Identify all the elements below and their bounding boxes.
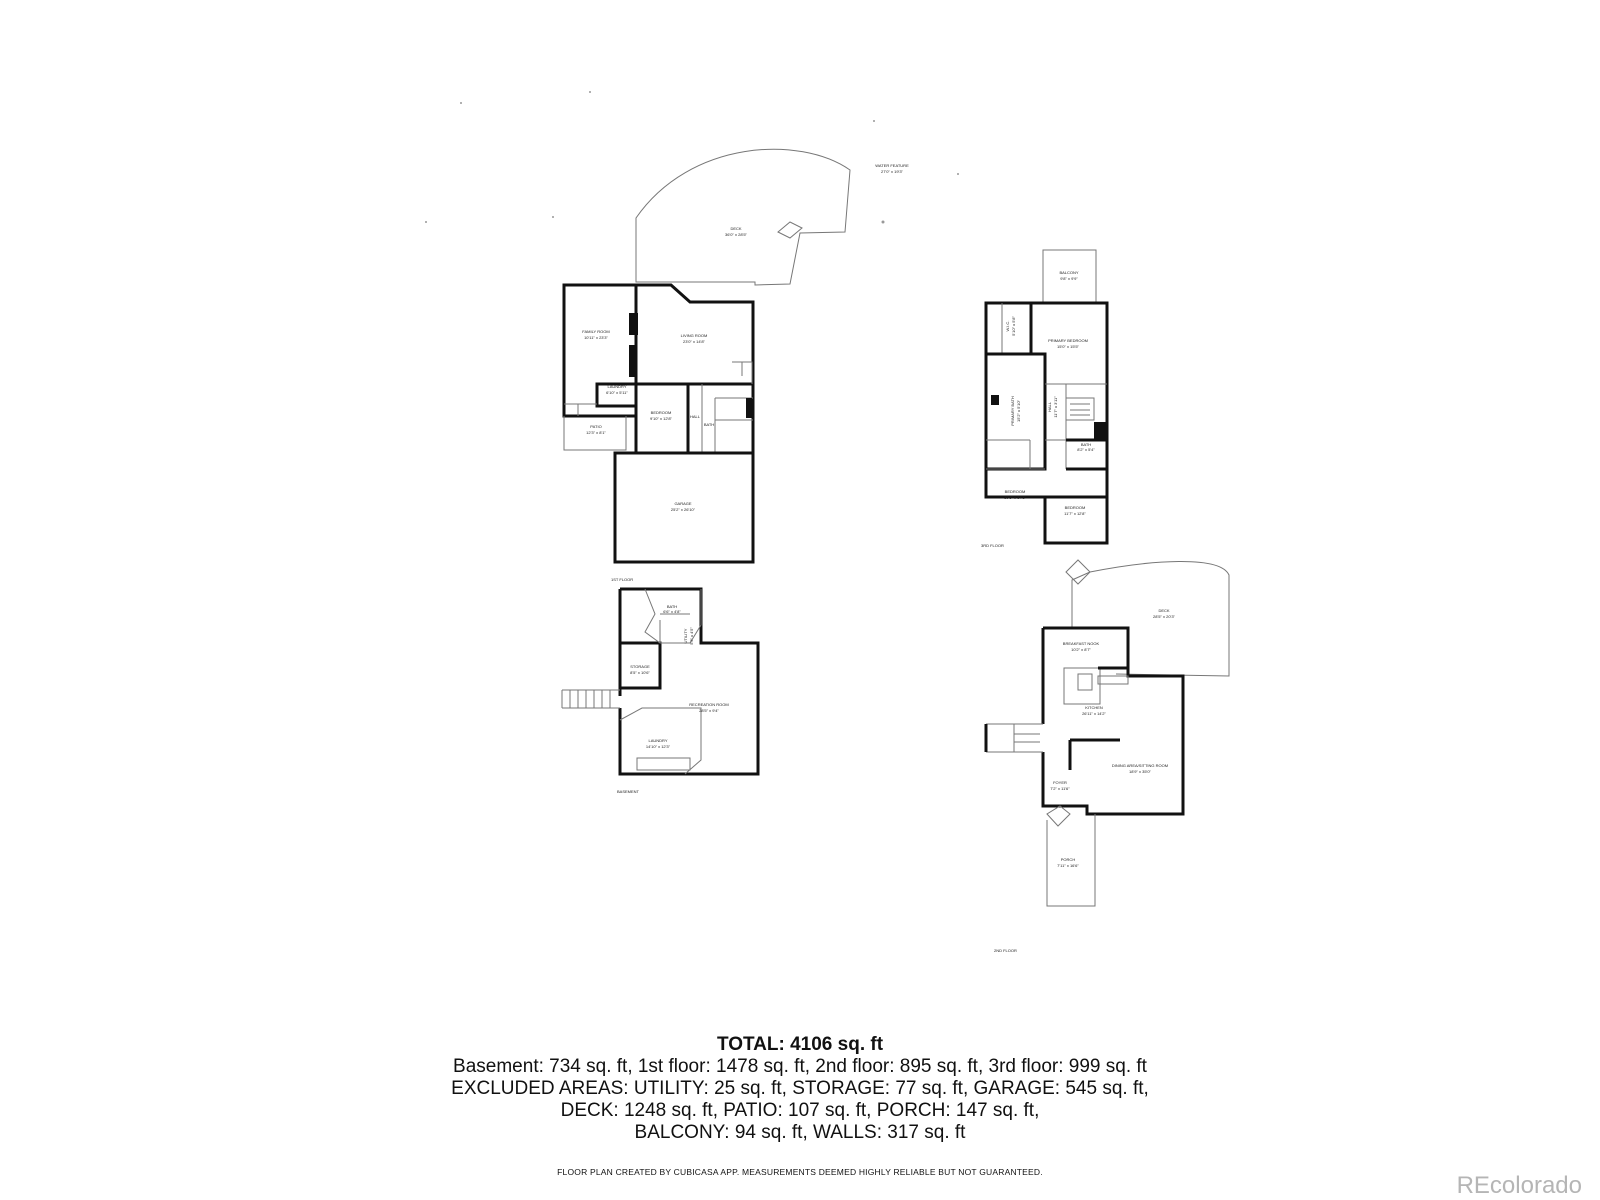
utility-dim: 5'9" x 4'5" (689, 627, 694, 645)
porch-dim: 7'11" x 16'6" (1057, 863, 1079, 868)
primary-bedroom-dim: 15'0" x 15'5" (1057, 344, 1080, 349)
bedroom-b-dim: 11'7" x 12'8" (1064, 511, 1086, 516)
wic-label: W.I.C. (1005, 321, 1010, 332)
laundry-dim: 6'10" x 5'11" (606, 390, 628, 395)
third-floor-outer-walls (984, 301, 1109, 545)
basement-bath-label: BATH (667, 604, 677, 609)
bedroom-label: BEDROOM (651, 410, 672, 415)
laundry-label: LAUNDRY (607, 384, 626, 389)
third-floor-label: 3RD FLOOR (981, 543, 1004, 548)
deck-dim: 36'0" x 28'5" (725, 232, 748, 237)
balcony-dim: 9'8" x 9'9" (1060, 276, 1078, 281)
bath-dim-3f: 8'2" x 5'4" (1077, 447, 1095, 452)
kitchen-label: KITCHEN (1085, 705, 1103, 710)
basement-laundry-dim: 14'10" x 12'3" (646, 744, 671, 749)
recreation-room-dim: 28'5" x 9'4" (699, 708, 719, 713)
basement-stairs (561, 689, 620, 709)
garage-dim: 25'2" x 26'10" (671, 507, 696, 512)
patio-dim: 12'3" x 8'1" (586, 430, 606, 435)
deck-2f-dim: 28'5" x 20'3" (1153, 614, 1176, 619)
garage-label: GARAGE (674, 501, 691, 506)
excluded-areas-line-1: EXCLUDED AREAS: UTILITY: 25 sq. ft, STOR… (451, 1078, 1149, 1099)
water-feature-label: WATER FEATURE (875, 163, 909, 168)
wic-dim: 5'10" x 5'8" (1011, 316, 1016, 336)
foyer-label: FOYER (1053, 780, 1067, 785)
basement-bath-dim: 6'6" x 4'8" (663, 609, 681, 614)
area-summary: TOTAL: 4106 sq. ft Basement: 734 sq. ft,… (0, 1034, 1600, 1144)
utility-label: UTILITY (683, 628, 688, 643)
deck-2f-label: DECK (1158, 608, 1169, 613)
recreation-room-label: RECREATION ROOM (689, 702, 728, 707)
dining-dim: 18'9" x 35'0" (1129, 769, 1152, 774)
dining-label: DINING AREA/SITTING ROOM (1112, 763, 1168, 768)
water-feature-dim: 27'0" x 19'3" (881, 169, 904, 174)
deck-2f-outline (1071, 561, 1230, 677)
basement-laundry-label: LAUNDRY (648, 738, 667, 743)
family-room-label: FAMILY ROOM (582, 329, 609, 334)
disclaimer: FLOOR PLAN CREATED BY CUBICASA APP. MEAS… (557, 1167, 1043, 1177)
bath-label: BATH (704, 422, 714, 427)
patio-outline (563, 403, 627, 451)
hall-label-3f: HALL (1047, 401, 1052, 412)
fireplace (629, 313, 638, 335)
kitchen-dim: 26'11" x 14'2" (1082, 711, 1106, 716)
deck-label: DECK (730, 226, 741, 231)
total-area: TOTAL: 4106 sq. ft (716, 1034, 884, 1055)
basement-label: BASEMENT (617, 789, 640, 794)
porch-outline (1046, 814, 1096, 907)
basement-outer-walls (618, 587, 760, 776)
storage-label: STORAGE (630, 664, 650, 669)
deck-outline (635, 148, 851, 286)
primary-bath-dim: 15'2" x 5'10" (1016, 399, 1021, 422)
living-room-label: LIVING ROOM (681, 333, 708, 338)
entry-stairs (985, 723, 1043, 753)
hall-dim-3f: 11'7" x 3'11" (1053, 396, 1058, 418)
porch-label: PORCH (1061, 857, 1076, 862)
garage-walls (613, 451, 755, 564)
balcony-label: BALCONY (1059, 270, 1078, 275)
bedroom-b-label: BEDROOM (1065, 505, 1086, 510)
bath-label-3f: BATH (1081, 442, 1091, 447)
bedroom-dim: 9'10" x 12'8" (650, 416, 673, 421)
second-floor-label: 2ND FLOOR (994, 948, 1017, 953)
bedroom-a-dim: 10'6" x 14'1" (1004, 495, 1027, 500)
excluded-areas-line-3: BALCONY: 94 sq. ft, WALLS: 317 sq. ft (634, 1122, 966, 1143)
breakfast-nook-label: BREAKFAST NOOK (1063, 641, 1100, 646)
primary-bedroom-label: PRIMARY BEDROOM (1048, 338, 1088, 343)
second-floor-plan: DECK 28'5" x 20'3" BREAKFAST NOOK 10'2" … (984, 559, 1230, 953)
first-floor-plan: WATER FEATURE 27'0" x 19'3" DECK 36'0" x… (562, 148, 909, 582)
family-room-walls (562, 283, 638, 418)
primary-bath-label: PRIMARY BATH (1010, 396, 1015, 426)
bedroom-a-label: BEDROOM (1005, 489, 1026, 494)
deck-stairs (777, 221, 803, 239)
family-room-dim: 10'11" x 23'3" (584, 335, 608, 340)
third-floor-plan: BALCONY 9'8" x 9'9" W.I.C. 5'10" x 5'8" … (981, 249, 1109, 548)
floor-areas: Basement: 734 sq. ft, 1st floor: 1478 sq… (453, 1056, 1147, 1077)
foyer-dim: 7'2" x 11'6" (1050, 786, 1070, 791)
brand-logo: REcolorado (1456, 1172, 1582, 1199)
living-room-dim: 23'0" x 14'8" (683, 339, 706, 344)
basement-plan: BATH 6'6" x 4'8" UTILITY 5'9" x 4'5" STO… (561, 587, 760, 794)
breakfast-nook-dim: 10'2" x 8'7" (1071, 647, 1091, 652)
patio-label: PATIO (590, 424, 601, 429)
second-floor-outer-walls (1041, 626, 1185, 816)
site-markers (425, 91, 959, 224)
excluded-areas-line-2: DECK: 1248 sq. ft, PATIO: 107 sq. ft, PO… (560, 1100, 1040, 1121)
first-floor-label: 1ST FLOOR (611, 577, 633, 582)
storage-dim: 8'5" x 10'6" (630, 670, 650, 675)
hall-label: HALL (690, 414, 701, 419)
